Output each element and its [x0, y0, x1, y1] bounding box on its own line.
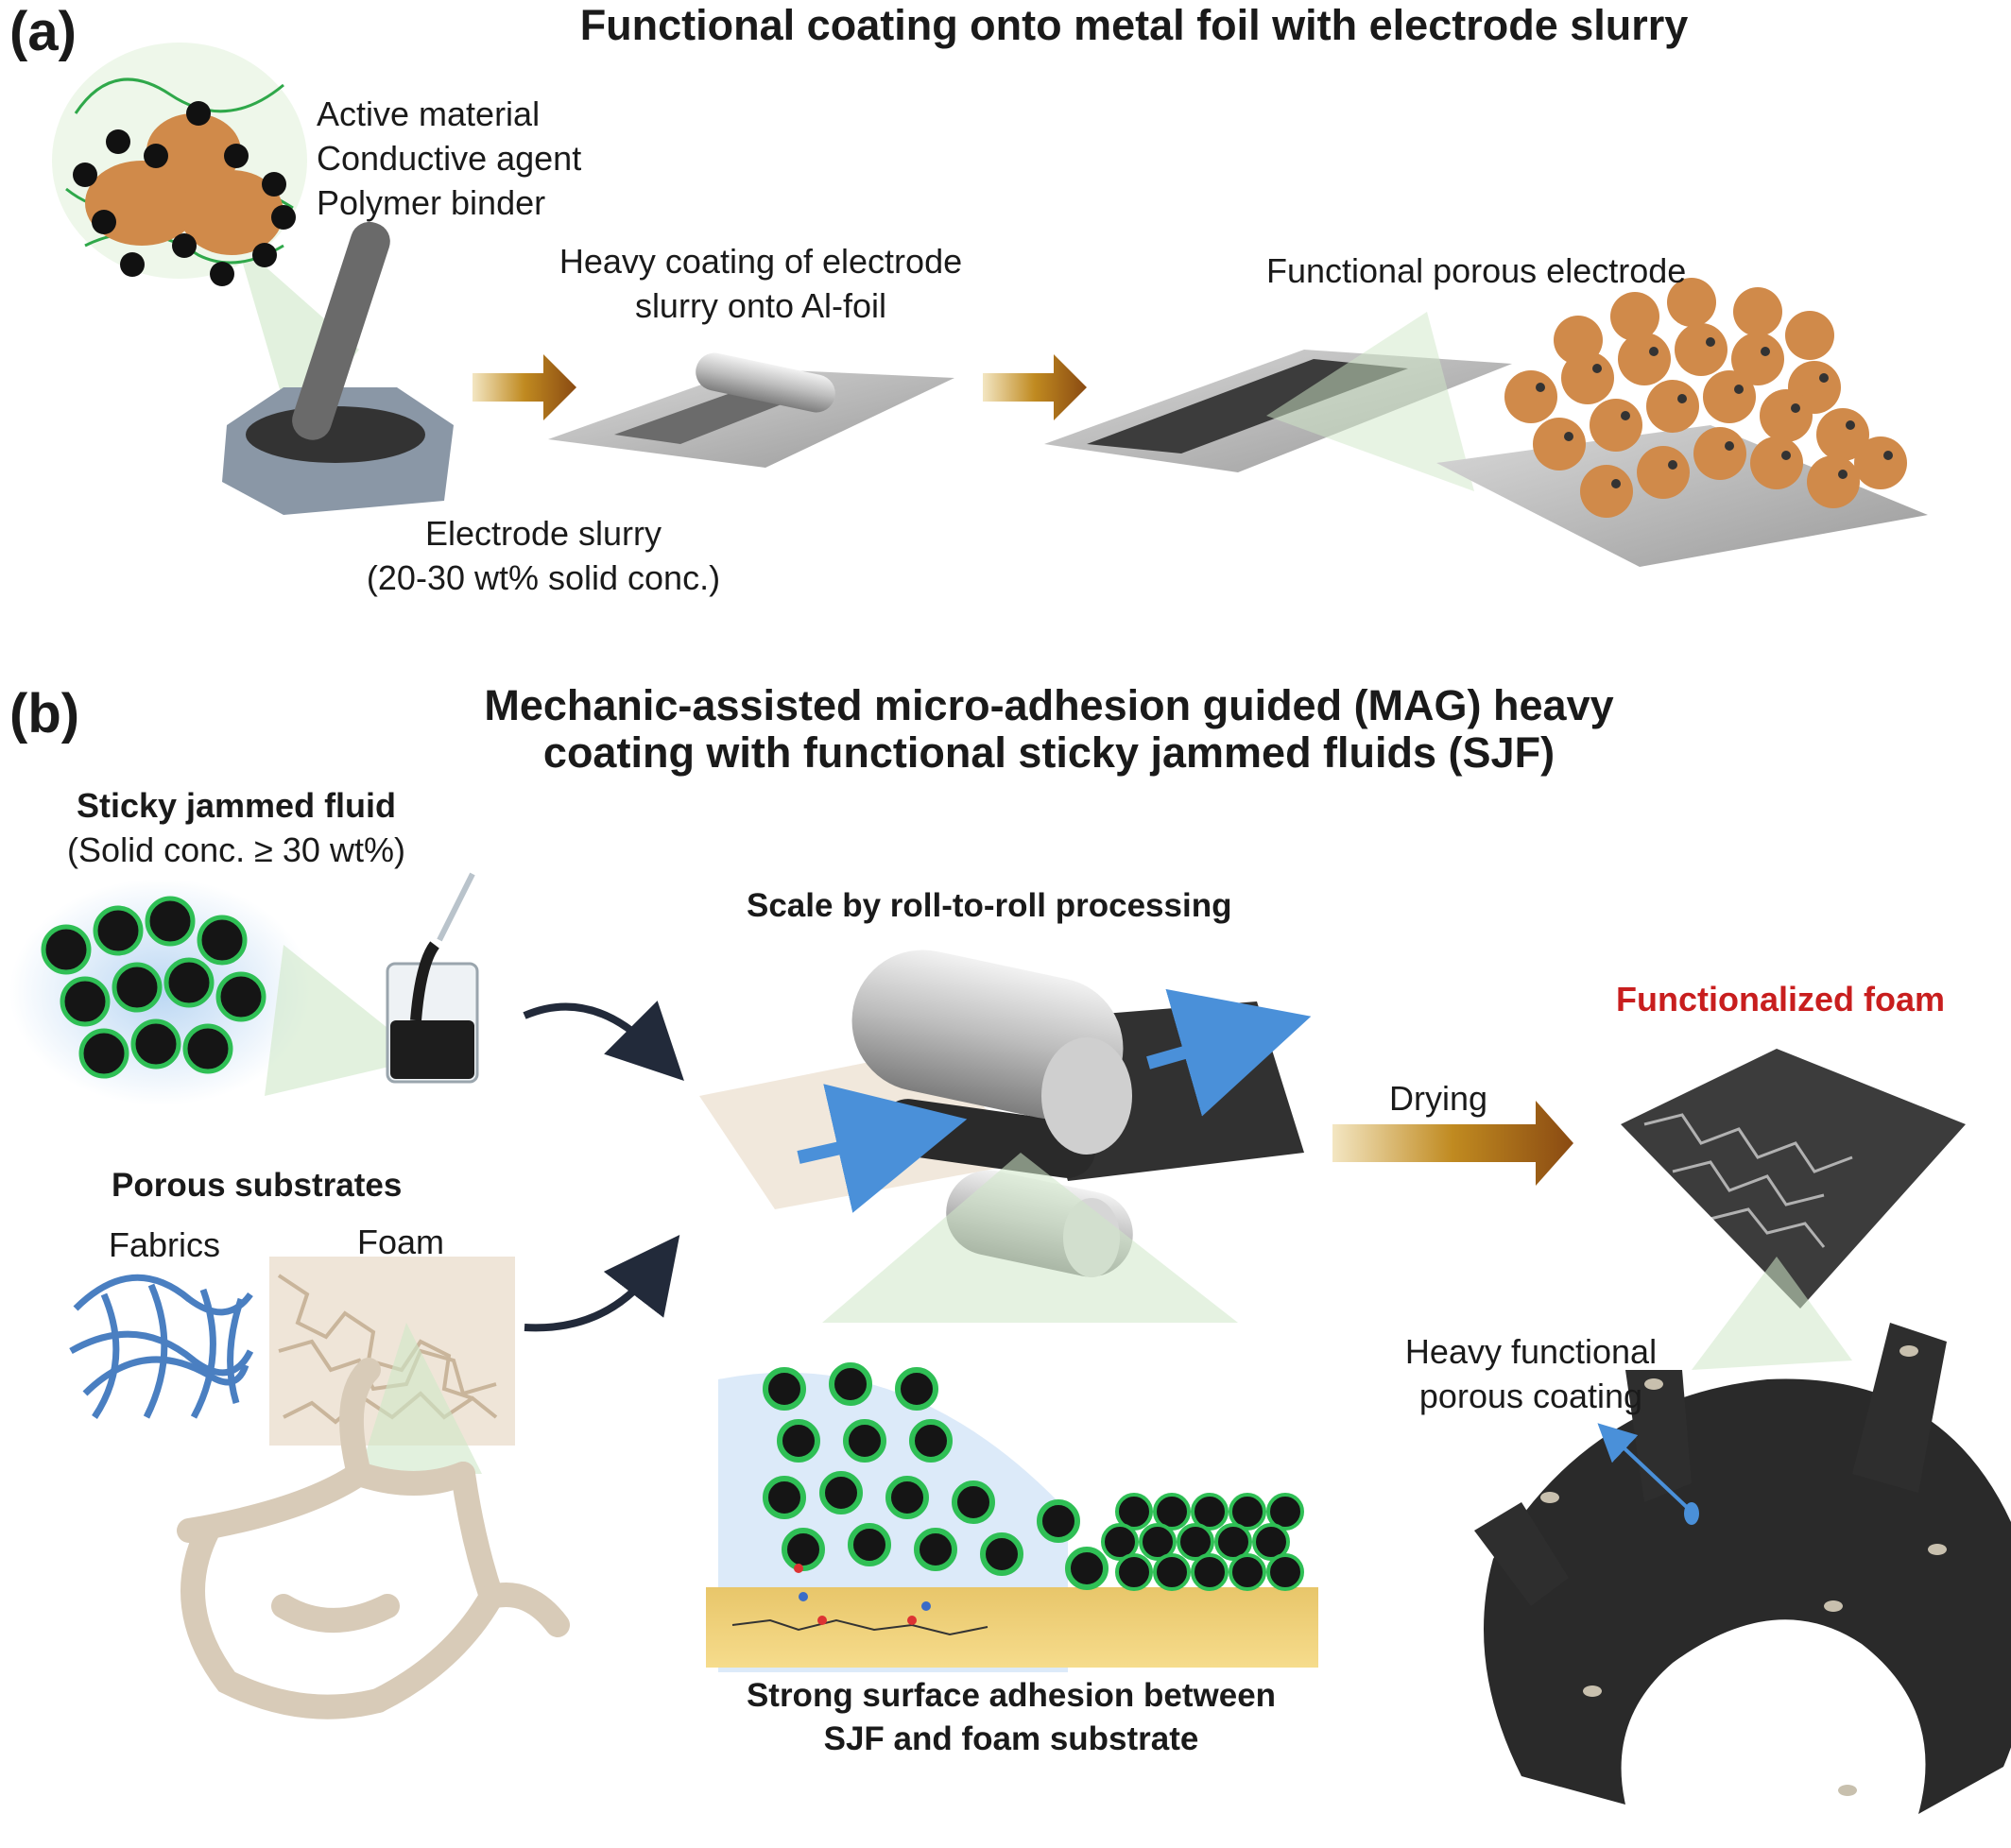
foam-label: Foam	[357, 1223, 445, 1261]
adhesion-zoom	[706, 1362, 1318, 1672]
sjf-bubble	[9, 879, 425, 1105]
drying-arrow	[1332, 1101, 1573, 1186]
sjf-subtitle: (Solid conc. ≥ 30 wt%)	[67, 830, 405, 869]
slurry-label-line-1: Electrode slurry	[424, 514, 662, 553]
coating-label-line-2: slurry onto Al-foil	[634, 285, 887, 325]
fabrics-illustration	[69, 1274, 254, 1419]
component-active-material: Active material	[317, 94, 541, 133]
drying-label: Drying	[1389, 1079, 1488, 1118]
component-conductive-agent: Conductive agent	[317, 138, 582, 178]
sjf-title: Sticky jammed fluid	[76, 786, 397, 825]
coated-strut-magnified	[1474, 1323, 2011, 1814]
foam-strut-magnified	[177, 1358, 570, 1720]
roll-to-roll-machine	[699, 950, 1312, 1323]
slurry-label: Electrode slurry (20-30 wt% solid conc.)	[321, 512, 765, 601]
panel-b-title-line-2: coating with functional sticky jammed fl…	[542, 727, 1556, 777]
slurry-label-line-2: (20-30 wt% solid conc.)	[366, 557, 721, 597]
coating-label-line-1: Heavy coating of electrode	[559, 242, 963, 281]
heavy-coating-line-2: porous coating	[1418, 1376, 1643, 1415]
mortar-pestle	[222, 221, 454, 515]
coated-foil	[1044, 312, 1512, 491]
fabrics-label: Fabrics	[109, 1225, 221, 1264]
panel-b-title: Mechanic-assisted micro-adhesion guided …	[284, 682, 1814, 776]
panel-b-title-line-1: Mechanic-assisted micro-adhesion guided …	[484, 681, 1614, 729]
process-arrow-2	[983, 354, 1087, 420]
heavy-coating-line-1: Heavy functional	[1404, 1332, 1658, 1371]
foil-coating-roller	[548, 352, 954, 468]
functionalized-foam-block	[1621, 1049, 1966, 1370]
porous-substrates-title: Porous substrates	[112, 1167, 403, 1204]
adhesion-caption: Strong surface adhesion between SJF and …	[699, 1674, 1323, 1760]
process-arrow-1	[473, 354, 576, 420]
beaker	[386, 872, 479, 1084]
porous-electrode-particles	[1436, 278, 1928, 567]
panel-b-label: (b)	[9, 683, 80, 744]
sjf-label: Sticky jammed fluid (Solid conc. ≥ 30 wt…	[38, 784, 435, 873]
curved-arrow-bottom	[524, 1234, 680, 1332]
adhesion-caption-line-1: Strong surface adhesion between	[746, 1677, 1277, 1714]
panel-a-label: (a)	[9, 1, 77, 62]
roll-to-roll-title: Scale by roll-to-roll processing	[747, 887, 1232, 924]
electrode-label: Functional porous electrode	[1266, 251, 1687, 290]
coating-label: Heavy coating of electrode slurry onto A…	[529, 240, 992, 329]
curved-arrow-top	[523, 1001, 684, 1081]
panel-a-title: Functional coating onto metal foil with …	[579, 1, 1689, 49]
foam-block	[269, 1257, 515, 1474]
heavy-coating-label: Heavy functional porous coating	[1361, 1330, 1701, 1419]
component-polymer-binder: Polymer binder	[317, 182, 546, 222]
slurry-components: Active material Conductive agent Polymer…	[317, 93, 581, 225]
functionalized-foam-title: Functionalized foam	[1616, 980, 1946, 1018]
adhesion-caption-line-2: SJF and foam substrate	[823, 1720, 1199, 1757]
